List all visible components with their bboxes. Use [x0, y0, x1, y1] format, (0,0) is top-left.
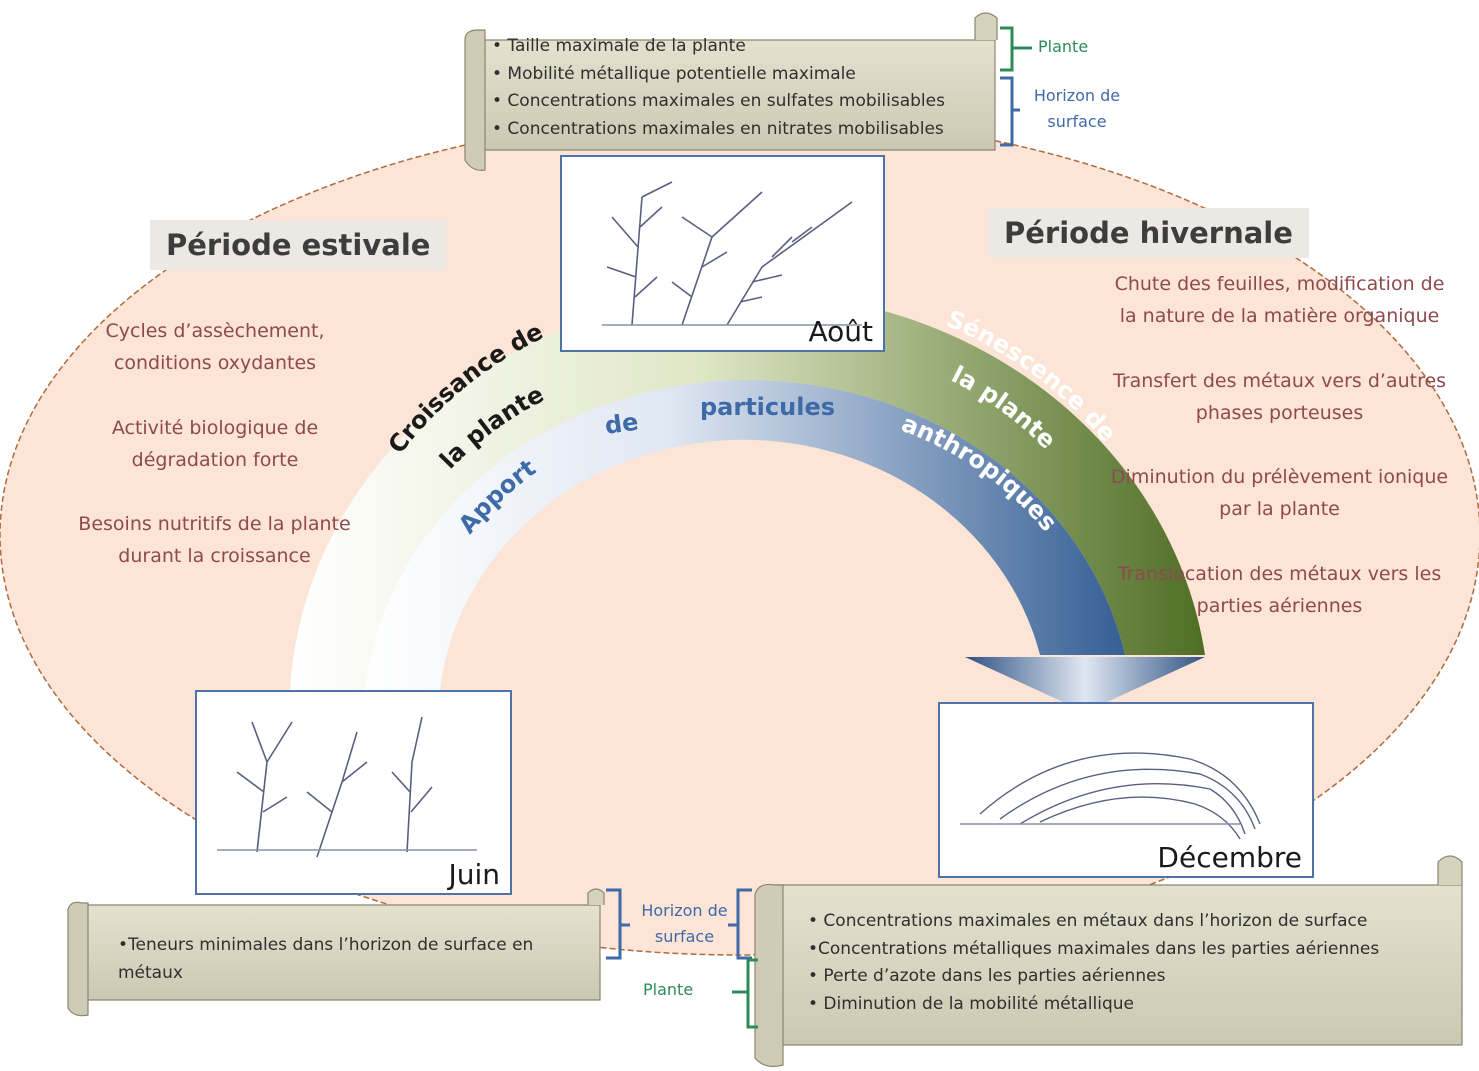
cycle-arrow-head: [965, 657, 1205, 712]
photo-caption-december: Décembre: [1157, 841, 1302, 874]
arc-word-particules: particules: [700, 393, 835, 421]
summer-note-3: Besoins nutritifs de la plante durant la…: [52, 508, 377, 572]
scroll-top-item: • Taille maximale de la plante: [492, 36, 746, 56]
scroll-top-item: • Concentrations maximales en nitrates m…: [492, 118, 944, 139]
scroll-top-list: • Taille maximale de la plante • Mobilit…: [492, 33, 945, 143]
reed-sketch-december-icon: [960, 752, 1261, 840]
bracket-horizon-top: [1000, 76, 1020, 147]
photo-december: Décembre: [938, 702, 1314, 878]
scroll-bottom-right-item: • Perte d’azote dans les parties aérienn…: [808, 966, 1166, 986]
winter-note-4: Translocation des métaux vers les partie…: [1080, 558, 1479, 622]
plant-cycle-arc: [290, 292, 1205, 690]
scroll-top-item: • Concentrations maximales en sulfates m…: [492, 91, 945, 111]
bracket-horizon-right: [728, 888, 752, 960]
label-horizon-bottom-line2: surface: [654, 927, 715, 946]
photo-august: Août: [560, 155, 885, 352]
label-horizon-top: Horizon de surface: [1022, 83, 1132, 135]
photo-june: Juin: [195, 690, 512, 895]
winter-note-3-line1: Diminution du prélèvement ionique: [1110, 466, 1449, 488]
winter-note-1-line2: la nature de la matière organique: [1119, 305, 1440, 327]
label-horizon-bottom: Horizon de surface: [632, 898, 737, 950]
arc-word-de: de: [603, 408, 640, 440]
summer-note-1-line1: Cycles d’assèchement,: [105, 320, 325, 342]
winter-period-heading: Période hivernale: [988, 208, 1309, 258]
label-plant-bottom: Plante: [643, 980, 694, 999]
label-horizon-top-line1: Horizon de: [1033, 86, 1121, 105]
scroll-top: [464, 12, 998, 171]
photo-caption-august: Août: [808, 315, 873, 348]
bracket-plant-top: [1000, 26, 1032, 72]
scroll-bottom-left: [67, 888, 605, 1017]
scroll-bottom-right-list: • Concentrations maximales en métaux dan…: [808, 908, 1379, 1018]
winter-note-1: Chute des feuilles, modification de la n…: [1080, 268, 1479, 332]
label-horizon-top-line2: surface: [1047, 112, 1107, 131]
scroll-bottom-left-line2: métaux: [118, 962, 183, 983]
winter-note-1-line1: Chute des feuilles, modification de: [1114, 273, 1445, 295]
summer-note-2-line2: dégradation forte: [131, 449, 299, 471]
scroll-bottom-right: [754, 855, 1463, 1068]
photo-caption-june: Juin: [448, 858, 500, 891]
bracket-plant-right: [732, 958, 758, 1029]
winter-note-2: Transfert des métaux vers d’autres phase…: [1080, 365, 1479, 429]
winter-note-3-line2: par la plante: [1219, 498, 1340, 520]
winter-note-4-line1: Translocation des métaux vers les: [1117, 563, 1442, 585]
scroll-bottom-right-item: • Concentrations maximales en métaux dan…: [808, 911, 1368, 931]
summer-period-heading: Période estivale: [150, 220, 447, 270]
reed-sketch-august-icon: [602, 181, 862, 326]
summer-note-1: Cycles d’assèchement, conditions oxydant…: [60, 315, 370, 379]
scroll-bottom-right-item: • Diminution de la mobilité métallique: [808, 993, 1134, 1014]
winter-note-2-line1: Transfert des métaux vers d’autres: [1112, 370, 1447, 392]
reed-sketch-june-icon: [217, 716, 477, 858]
winter-note-2-line2: phases porteuses: [1195, 402, 1364, 424]
bracket-horizon-left: [606, 888, 630, 960]
summer-note-2: Activité biologique de dégradation forte: [60, 412, 370, 476]
scroll-bottom-left-line1: •Teneurs minimales dans l’horizon de sur…: [118, 935, 534, 955]
scroll-bottom-left-text: •Teneurs minimales dans l’horizon de sur…: [118, 932, 533, 987]
scroll-bottom-right-item: •Concentrations métalliques maximales da…: [808, 938, 1380, 959]
summer-note-3-line2: durant la croissance: [118, 545, 311, 567]
particle-input-arc: [365, 380, 1125, 690]
label-plant-top: Plante: [1038, 37, 1089, 56]
summer-note-1-line2: conditions oxydantes: [113, 352, 317, 374]
summer-note-3-line1: Besoins nutritifs de la plante: [78, 513, 351, 535]
scroll-top-item: • Mobilité métallique potentielle maxima…: [492, 63, 856, 84]
winter-note-4-line2: parties aériennes: [1196, 595, 1363, 617]
winter-note-3: Diminution du prélèvement ionique par la…: [1080, 461, 1479, 525]
summer-note-2-line1: Activité biologique de: [111, 417, 319, 439]
label-horizon-bottom-line1: Horizon de: [641, 901, 728, 920]
